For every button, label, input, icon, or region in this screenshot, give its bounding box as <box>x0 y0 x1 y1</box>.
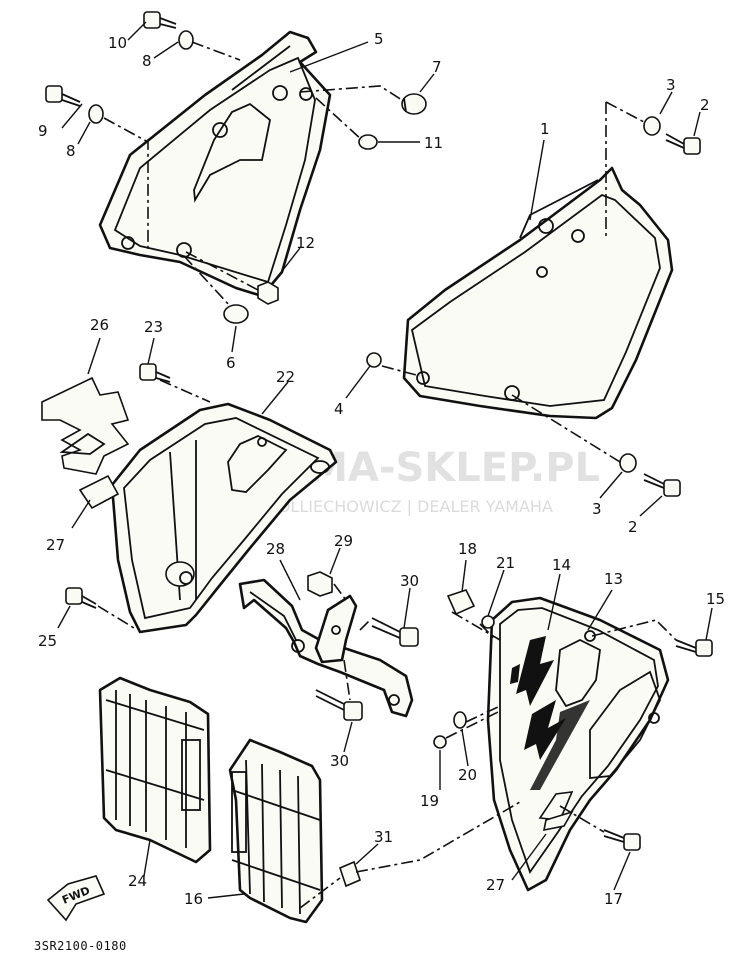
grommet-6 <box>223 304 249 324</box>
callout-2-bottom: 2 <box>628 518 638 536</box>
screw-21 <box>481 615 495 629</box>
callout-12: 12 <box>296 234 315 252</box>
bolt-25 <box>65 587 97 609</box>
callout-13: 13 <box>604 570 623 588</box>
callout-30-top: 30 <box>400 572 419 590</box>
assembly-lines <box>97 41 677 909</box>
callout-21: 21 <box>496 554 515 572</box>
grommet-7 <box>401 93 427 115</box>
bolt-9 <box>45 85 81 107</box>
clip-31 <box>339 860 361 888</box>
callout-10: 10 <box>108 34 127 52</box>
callout-20: 20 <box>458 766 477 784</box>
callout-19: 19 <box>420 792 439 810</box>
left-side-cover <box>98 30 332 298</box>
right-radiator-shroud <box>486 596 670 892</box>
callout-numbers: 10 8 5 7 9 8 11 12 6 1 3 2 4 3 2 26 23 2… <box>38 30 725 908</box>
bolt-23 <box>139 363 171 383</box>
callout-1: 1 <box>540 120 550 138</box>
fwd-arrow: FWD <box>46 875 106 922</box>
right-side-cover <box>402 166 674 420</box>
decal-26 <box>41 376 130 475</box>
callout-7: 7 <box>432 58 442 76</box>
washer-11 <box>358 134 378 150</box>
callout-3-bottom: 3 <box>592 500 602 518</box>
callout-31: 31 <box>374 828 393 846</box>
watermark-tagline: WOLLIECHOWICZ | DEALER YAMAHA <box>262 497 553 516</box>
callout-30-bottom: 30 <box>330 752 349 770</box>
callout-26: 26 <box>90 316 109 334</box>
bolt-10 <box>143 11 177 29</box>
callout-3-top: 3 <box>666 76 676 94</box>
bracket-plate-29 <box>314 594 358 664</box>
callout-23: 23 <box>144 318 163 336</box>
callout-11: 11 <box>424 134 443 152</box>
screw-19 <box>433 735 447 749</box>
callout-22: 22 <box>276 368 295 386</box>
callout-14: 14 <box>552 556 571 574</box>
callout-8-left: 8 <box>66 142 76 160</box>
callout-17: 17 <box>604 890 623 908</box>
callout-29: 29 <box>334 532 353 550</box>
callout-27-left: 27 <box>46 536 65 554</box>
washer-8-left <box>88 104 104 124</box>
washer-8-top <box>178 30 194 50</box>
bolt-2-bottom <box>643 473 681 497</box>
bolt-2-top <box>665 133 701 155</box>
nut-29 <box>307 571 333 597</box>
left-radiator-shroud <box>110 402 338 634</box>
nut-12 <box>257 281 279 305</box>
bolt-15 <box>675 639 713 657</box>
bolt-30-bottom <box>315 689 363 721</box>
left-radiator <box>98 676 212 864</box>
bolt-4 <box>366 352 382 368</box>
bolt-30-top <box>371 617 419 647</box>
callout-2-top: 2 <box>700 96 710 114</box>
callout-28: 28 <box>266 540 285 558</box>
callout-8-top: 8 <box>142 52 152 70</box>
callout-16: 16 <box>184 890 203 908</box>
washer-3-top <box>643 116 661 136</box>
callout-6: 6 <box>226 354 236 372</box>
shroud-graphic <box>510 636 590 832</box>
clip-18 <box>446 589 476 616</box>
callout-15: 15 <box>706 590 725 608</box>
washer-3-bottom <box>619 453 637 473</box>
callout-27-bottom: 27 <box>486 876 505 894</box>
callout-5: 5 <box>374 30 384 48</box>
callout-25: 25 <box>38 632 57 650</box>
right-radiator <box>228 738 324 924</box>
diagram-code: 3SR2100-0180 <box>34 939 127 953</box>
callout-24: 24 <box>128 872 147 890</box>
callout-18: 18 <box>458 540 477 558</box>
leader-lines <box>57 21 713 899</box>
fasteners <box>45 11 713 888</box>
callout-4: 4 <box>334 400 344 418</box>
washer-20 <box>453 711 467 729</box>
bolt-17 <box>603 829 641 851</box>
callout-9: 9 <box>38 122 48 140</box>
